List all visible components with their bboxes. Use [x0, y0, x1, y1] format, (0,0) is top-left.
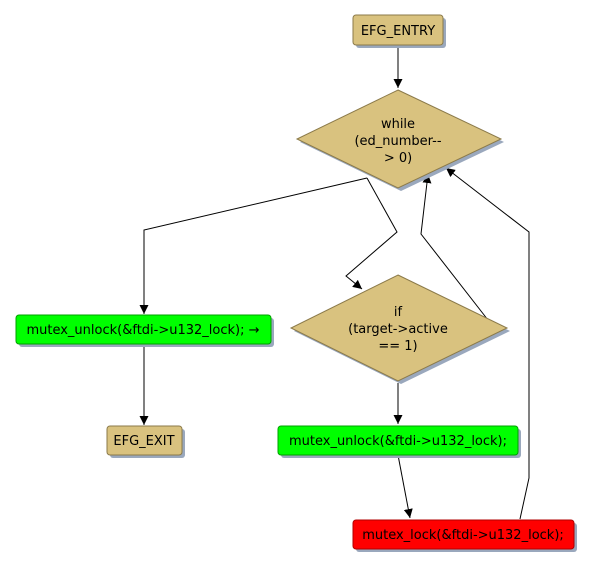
- node-mutex-unlock: mutex_unlock(&ftdi->u132_lock);: [277, 425, 521, 458]
- node-mutex-lock: mutex_lock(&ftdi->u132_lock);: [352, 519, 577, 552]
- node-while: while (ed_number-- > 0): [295, 89, 504, 191]
- node-efg-exit-label: EFG_EXIT: [113, 434, 174, 449]
- node-if-line-1: if: [394, 305, 403, 320]
- node-if-line-2: (target->active: [348, 322, 448, 337]
- edge-while-to-unlock1: [139, 177, 368, 314]
- node-mutex-lock-label: mutex_lock(&ftdi->u132_lock);: [362, 528, 564, 543]
- edge-lock-back-to-while: [445, 167, 530, 520]
- edge-while-to-if: [345, 177, 398, 290]
- edge-unlock2-to-lock: [397, 454, 413, 519]
- edge-if-back-to-while: [420, 173, 489, 321]
- node-if-line-3: == 1): [378, 339, 417, 354]
- node-mutex-unlock-exit-label: mutex_unlock(&ftdi->u132_lock); →: [26, 323, 259, 338]
- node-if: if (target->active == 1): [289, 274, 510, 384]
- node-efg-exit: EFG_EXIT: [106, 425, 185, 458]
- node-while-line-2: (ed_number--: [354, 134, 441, 149]
- node-while-line-1: while: [381, 117, 415, 132]
- node-mutex-unlock-exit: mutex_unlock(&ftdi->u132_lock); →: [15, 314, 274, 347]
- node-efg-entry: EFG_ENTRY: [352, 14, 446, 48]
- node-mutex-unlock-label: mutex_unlock(&ftdi->u132_lock);: [289, 434, 507, 449]
- node-efg-entry-label: EFG_ENTRY: [361, 24, 435, 39]
- node-while-line-3: > 0): [384, 151, 412, 166]
